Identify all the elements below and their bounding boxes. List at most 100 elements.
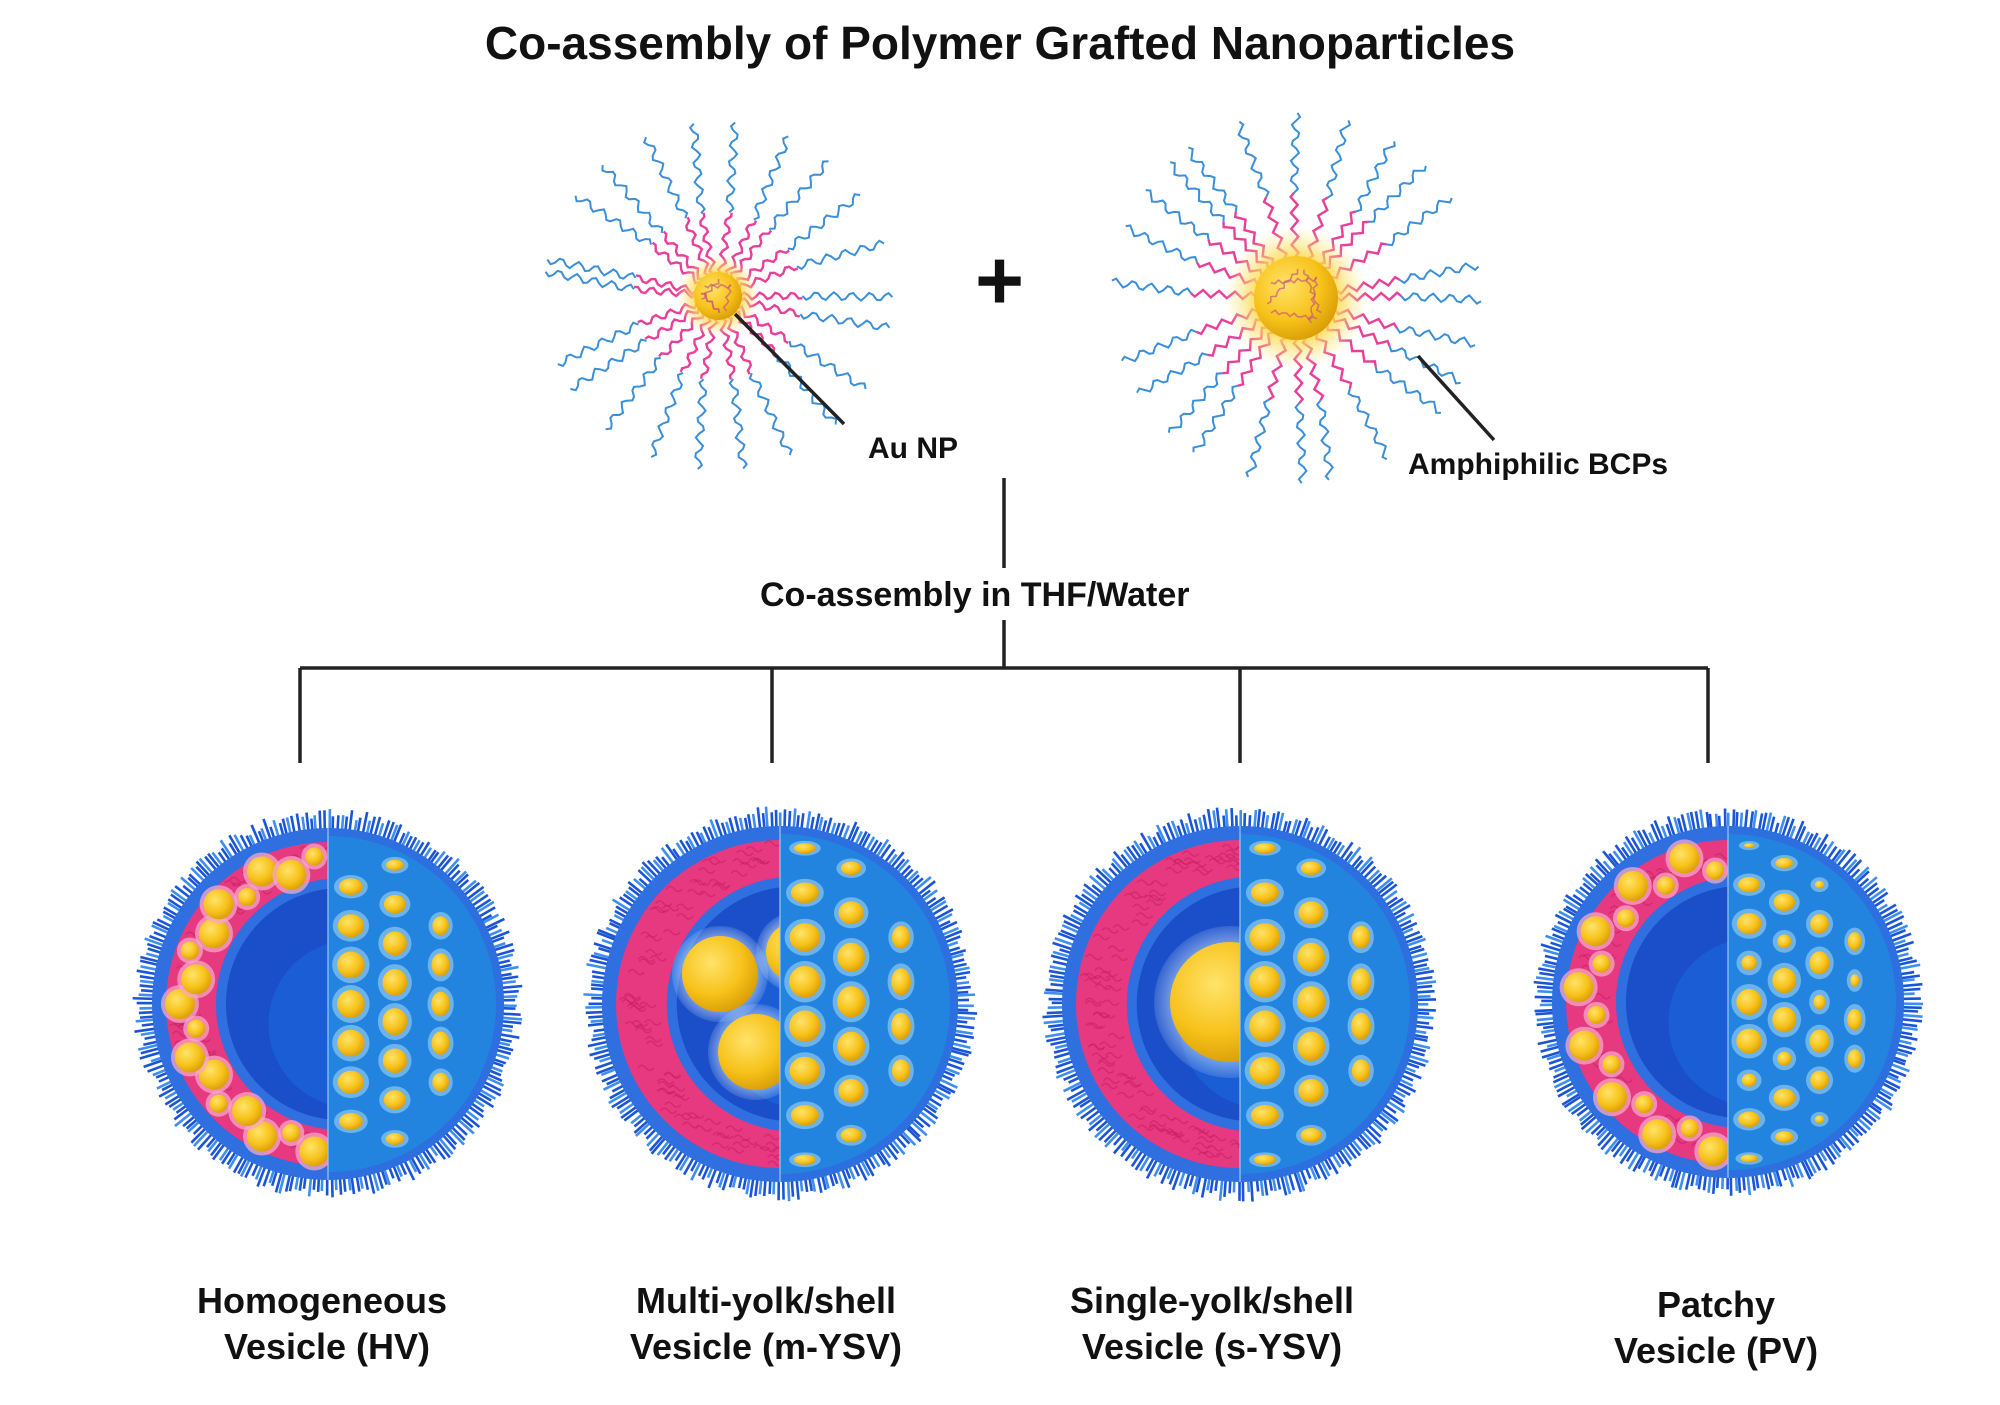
vesicle-label-patchy: Patchy Vesicle (PV): [1516, 1282, 1916, 1374]
surface-gold-particle: [1738, 877, 1760, 892]
process-label: Co-assembly in THF/Water: [760, 576, 1189, 615]
blue-polymer-chain: [558, 323, 639, 366]
membrane-gold-particle: [187, 1020, 205, 1038]
blue-polymer-chain: [651, 373, 683, 457]
amphiphilic-bcps-label: Amphiphilic BCPs: [1408, 448, 1668, 482]
blue-polymer-chain: [546, 271, 634, 290]
surface-gold-particle: [794, 1155, 816, 1165]
surface-gold-particle: [1772, 968, 1796, 993]
surface-gold-particle: [1352, 1059, 1370, 1082]
surface-gold-particle: [432, 916, 449, 935]
surface-gold-particle: [1351, 968, 1371, 995]
connector-lines: [300, 314, 1708, 763]
surface-gold-particle: [337, 1030, 365, 1057]
au-np-label: Au NP: [868, 432, 958, 466]
surface-gold-particle: [838, 1079, 864, 1103]
surface-gold-particle: [1774, 893, 1795, 911]
surface-gold-particle: [1740, 1155, 1757, 1163]
surface-gold-particle: [1250, 923, 1281, 951]
membrane-gold-particle: [1706, 862, 1724, 880]
surface-gold-particle: [789, 1010, 821, 1042]
surface-gold-particle: [789, 966, 821, 998]
surface-gold-particle: [384, 895, 406, 914]
blue-polymer-chain: [1126, 226, 1197, 263]
blue-polymer-chain: [1400, 264, 1479, 284]
vesicle-label-line1: Multi-yolk/shell: [566, 1278, 966, 1324]
membrane-gold-particle: [1564, 972, 1594, 1002]
surface-gold-particle: [1810, 1071, 1829, 1090]
surface-gold-particle: [1848, 932, 1862, 950]
membrane-gold-particle: [232, 1096, 262, 1126]
blue-polymer-chain: [754, 136, 789, 219]
membrane-gold-particle: [1618, 871, 1648, 901]
blue-polymer-chain: [727, 123, 738, 213]
surface-gold-particle: [431, 992, 450, 1017]
surface-gold-particle: [841, 862, 862, 876]
blue-polymer-chain: [1188, 147, 1236, 211]
surface-gold-particle: [382, 969, 407, 996]
surface-gold-particle: [1352, 926, 1370, 949]
surface-gold-particle: [1738, 1112, 1760, 1127]
surface-gold-particle: [1736, 989, 1762, 1015]
membrane-gold-particle: [1669, 843, 1699, 873]
membrane-gold-particle: [276, 860, 306, 890]
surface-gold-particle: [1254, 843, 1276, 853]
blue-polymer-chain: [1112, 279, 1191, 295]
vesicle-label-homogeneous: Homogeneous Vesicle (HV): [122, 1278, 522, 1370]
surface-gold-particle: [1251, 882, 1279, 903]
surface-gold-particle: [790, 1057, 821, 1085]
surface-gold-particle: [1810, 914, 1829, 933]
surface-gold-particle: [339, 1113, 363, 1130]
membrane-gold-particle: [1617, 909, 1635, 927]
blue-polymer-chain: [1291, 113, 1300, 193]
surface-gold-particle: [1298, 1079, 1324, 1103]
surface-gold-particle: [1301, 862, 1322, 876]
vesicle-label-line2: Vesicle (HV): [122, 1324, 522, 1370]
membrane-gold-particle: [1642, 1119, 1672, 1149]
vesicle-patchy: [1534, 809, 1923, 1196]
membrane-gold-particle: [1657, 877, 1675, 895]
surface-gold-particle: [1815, 1115, 1825, 1123]
vesicle-label-line1: Single-yolk/shell: [1012, 1278, 1412, 1324]
blue-polymer-chain: [800, 313, 889, 330]
blue-polymer-chain: [1387, 198, 1452, 245]
surface-gold-particle: [432, 1073, 449, 1092]
blue-polymer-chain: [695, 379, 706, 469]
blue-polymer-chain: [750, 373, 792, 455]
blue-polymer-chain: [1137, 353, 1208, 392]
surface-gold-particle: [338, 1071, 364, 1094]
surface-gold-particle: [1848, 1049, 1862, 1068]
surface-gold-particle: [892, 1059, 910, 1082]
surface-gold-particle: [790, 923, 821, 951]
membrane-gold-particle: [1698, 1136, 1728, 1166]
membrane-gold-particle: [1581, 916, 1611, 946]
vesicle-label-line2: Vesicle (PV): [1516, 1328, 1916, 1374]
surface-gold-particle: [1741, 955, 1756, 970]
surface-gold-particle: [1815, 881, 1825, 889]
gold-yolk: [682, 936, 758, 1012]
membrane-gold-particle: [247, 856, 277, 886]
surface-gold-particle: [1774, 1089, 1796, 1107]
surface-gold-particle: [1250, 1057, 1281, 1085]
surface-gold-particle: [432, 1031, 450, 1054]
blue-polymer-chain: [769, 161, 828, 229]
surface-gold-particle: [1742, 1074, 1757, 1087]
surface-gold-particle: [1301, 1128, 1322, 1143]
plus-sign: +: [975, 238, 1024, 322]
membrane-gold-particle: [238, 888, 256, 906]
membrane-gold-particle: [1603, 1055, 1621, 1073]
membrane-gold-particle: [181, 942, 199, 960]
surface-gold-particle: [432, 953, 450, 976]
membrane-gold-particle: [1569, 1031, 1599, 1061]
blue-polymer-chain: [1194, 386, 1239, 453]
surface-gold-particle: [1813, 995, 1825, 1010]
blue-polymer-chain: [602, 165, 662, 233]
surface-gold-particle: [1810, 1030, 1830, 1053]
blue-polymer-chain: [644, 137, 687, 218]
au-nanoparticle-large: [1112, 113, 1481, 483]
surface-gold-particle: [841, 1128, 862, 1143]
gold-nanoparticle-core: [1254, 256, 1338, 340]
vesicle-label-multi-yolk: Multi-yolk/shell Vesicle (m-YSV): [566, 1278, 966, 1370]
